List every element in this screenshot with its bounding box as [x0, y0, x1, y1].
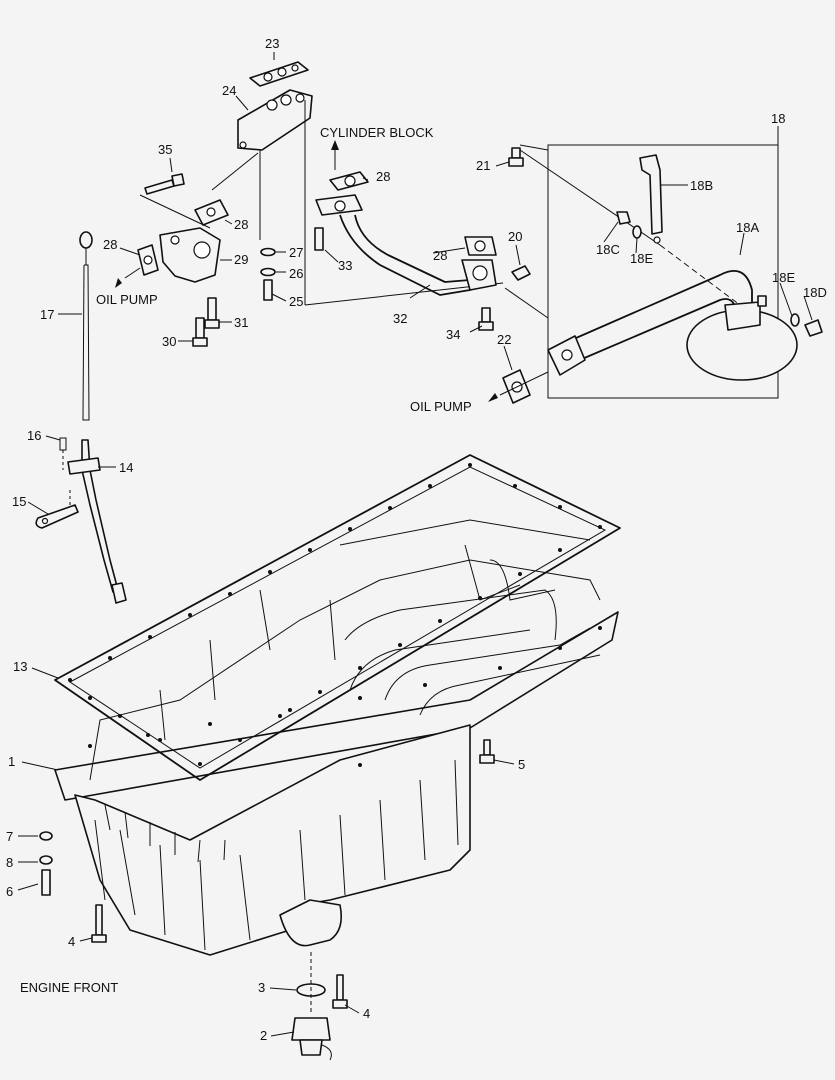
callout-30: 30 [162, 334, 176, 349]
callout-1: 1 [8, 754, 15, 769]
callout-28-pipe: 28 [433, 248, 447, 263]
callout-6: 6 [6, 884, 13, 899]
callout-4-left: 4 [68, 934, 75, 949]
callout-18D: 18D [803, 285, 827, 300]
callout-2: 2 [260, 1028, 267, 1043]
oil-pump-arrowhead [115, 278, 122, 288]
drain-plug [291, 952, 332, 1061]
callout-32: 32 [393, 311, 407, 326]
dipstick-assembly [35, 231, 127, 604]
callout-28-upper: 28 [234, 217, 248, 232]
callout-20: 20 [508, 229, 522, 244]
callout-21: 21 [476, 158, 490, 173]
oil-suction-pipe [314, 140, 497, 331]
oil-pump-label-right: OIL PUMP [410, 399, 472, 414]
callout-24: 24 [222, 83, 236, 98]
callout-29: 29 [234, 252, 248, 267]
callout-35: 35 [158, 142, 172, 157]
callout-22: 22 [497, 332, 511, 347]
callout-34: 34 [446, 327, 460, 342]
callout-13: 13 [13, 659, 27, 674]
callout-28-block: 28 [376, 169, 390, 184]
callout-4-right: 4 [363, 1006, 370, 1021]
callout-18: 18 [771, 111, 785, 126]
oil-pan [54, 519, 619, 956]
callout-26: 26 [289, 266, 303, 281]
callout-7: 7 [6, 829, 13, 844]
cylinder-block-label: CYLINDER BLOCK [320, 125, 434, 140]
callout-18B: 18B [690, 178, 713, 193]
callout-3: 3 [258, 980, 265, 995]
callout-18C: 18C [596, 242, 620, 257]
leader-lines [17, 52, 813, 1037]
oil-pump-arrow [124, 267, 141, 279]
callout-27: 27 [289, 245, 303, 260]
callout-17: 17 [40, 307, 54, 322]
callout-14: 14 [119, 460, 133, 475]
callout-28-left: 28 [103, 237, 117, 252]
engine-front-label: ENGINE FRONT [20, 980, 118, 995]
callout-33: 33 [338, 258, 352, 273]
callout-15: 15 [12, 494, 26, 509]
callout-16: 16 [27, 428, 41, 443]
callout-5: 5 [518, 757, 525, 772]
fasteners [39, 739, 495, 1009]
oil-strainer-group [488, 144, 823, 404]
callout-23: 23 [265, 36, 279, 51]
oil-pump-label-left: OIL PUMP [96, 292, 158, 307]
callout-18E-left: 18E [630, 251, 653, 266]
captions: CYLINDER BLOCK OIL PUMP OIL PUMP ENGINE … [20, 125, 472, 995]
oil-pan-gasket [54, 454, 621, 781]
oil-pipe-adapters [137, 61, 504, 347]
callout-31: 31 [234, 315, 248, 330]
callout-25: 25 [289, 294, 303, 309]
callout-labels: 23 24 35 28 28 28 28 29 27 26 25 33 32 3… [6, 36, 827, 1043]
callout-18E-right: 18E [772, 270, 795, 285]
callout-8: 8 [6, 855, 13, 870]
callout-18A: 18A [736, 220, 759, 235]
